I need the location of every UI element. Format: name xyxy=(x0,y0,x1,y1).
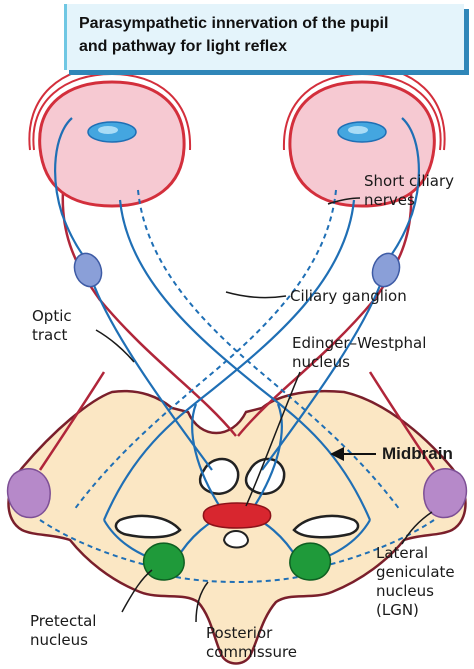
edinger-westphal-nucleus xyxy=(202,502,272,529)
label-line: nucleus xyxy=(376,582,434,600)
title-box: Parasympathetic innervation of the pupil… xyxy=(64,4,464,70)
short-ciliary-nerve-right xyxy=(385,117,420,263)
ciliary-ganglion-left xyxy=(73,252,103,288)
label-line: Short ciliary xyxy=(364,172,455,190)
label-line: tract xyxy=(32,326,68,344)
title-line-2: and pathway for light reflex xyxy=(79,38,288,55)
leader-optic-tract xyxy=(95,329,135,363)
leader-posterior-commissure xyxy=(195,581,209,623)
label-line: Lateral xyxy=(376,544,429,562)
label-edinger-westphal: Edinger–Westphal nucleus xyxy=(292,334,426,372)
label-midbrain: Midbrain xyxy=(382,444,453,463)
leader-lgn xyxy=(401,511,433,545)
label-pretectal-nucleus: Pretectal nucleus xyxy=(30,612,96,650)
lgn-right xyxy=(423,468,468,519)
label-ciliary-ganglion: Ciliary ganglion xyxy=(290,287,407,306)
pretectal-nucleus-right xyxy=(289,542,332,581)
label-line: nucleus xyxy=(292,353,350,371)
dashed-tract-left xyxy=(39,519,151,567)
label-line: nerves xyxy=(364,191,415,209)
label-line: nucleus xyxy=(30,631,88,649)
short-ciliary-nerve-left xyxy=(54,117,89,263)
optic-fibres-left xyxy=(118,199,372,521)
optic-fibres-right xyxy=(102,199,356,521)
dashed-fibres-left xyxy=(137,189,401,511)
label-lgn: Lateral geniculate nucleus (LGN) xyxy=(376,544,455,620)
optic-tract-outline-right xyxy=(368,371,436,471)
label-line: commissure xyxy=(206,643,298,661)
leader-edinger-westphal xyxy=(245,371,301,507)
left-eye xyxy=(28,65,192,208)
dashed-fibres-right xyxy=(73,189,337,511)
leader-ciliary-ganglion xyxy=(225,291,287,299)
right-eye xyxy=(282,65,446,208)
aqueduct xyxy=(222,530,250,549)
pretectal-nucleus-left xyxy=(142,542,185,581)
label-line: geniculate xyxy=(376,563,455,581)
label-line: Optic xyxy=(32,307,72,325)
ciliary-ganglion-right xyxy=(371,252,401,288)
ew-efferent-right xyxy=(251,403,283,511)
label-line: Edinger–Westphal xyxy=(292,334,427,352)
leader-short-ciliary xyxy=(327,197,361,205)
postganglionic-left xyxy=(90,279,213,471)
dashed-tract-right xyxy=(323,519,435,567)
optic-tract-outline-left xyxy=(38,371,106,471)
midbrain-arrow xyxy=(330,447,376,461)
cerebral-peduncle-right xyxy=(292,514,360,539)
label-line: Ciliary ganglion xyxy=(290,287,407,305)
cerebral-peduncle-left xyxy=(114,514,182,539)
ew-efferent-left xyxy=(191,403,223,511)
label-line: Posterior xyxy=(206,624,273,642)
label-posterior-commissure: Posterior commissure xyxy=(206,624,297,662)
label-line: Midbrain xyxy=(382,444,453,463)
title-line-1: Parasympathetic innervation of the pupil xyxy=(79,15,389,32)
lgn-left xyxy=(6,468,51,519)
label-line: (LGN) xyxy=(376,601,419,619)
label-optic-tract: Optic tract xyxy=(32,307,72,345)
postganglionic-right xyxy=(261,279,384,471)
label-short-ciliary-nerves: Short ciliary nerves xyxy=(364,172,454,210)
label-line: Pretectal xyxy=(30,612,97,630)
leader-pretectal xyxy=(121,569,153,613)
